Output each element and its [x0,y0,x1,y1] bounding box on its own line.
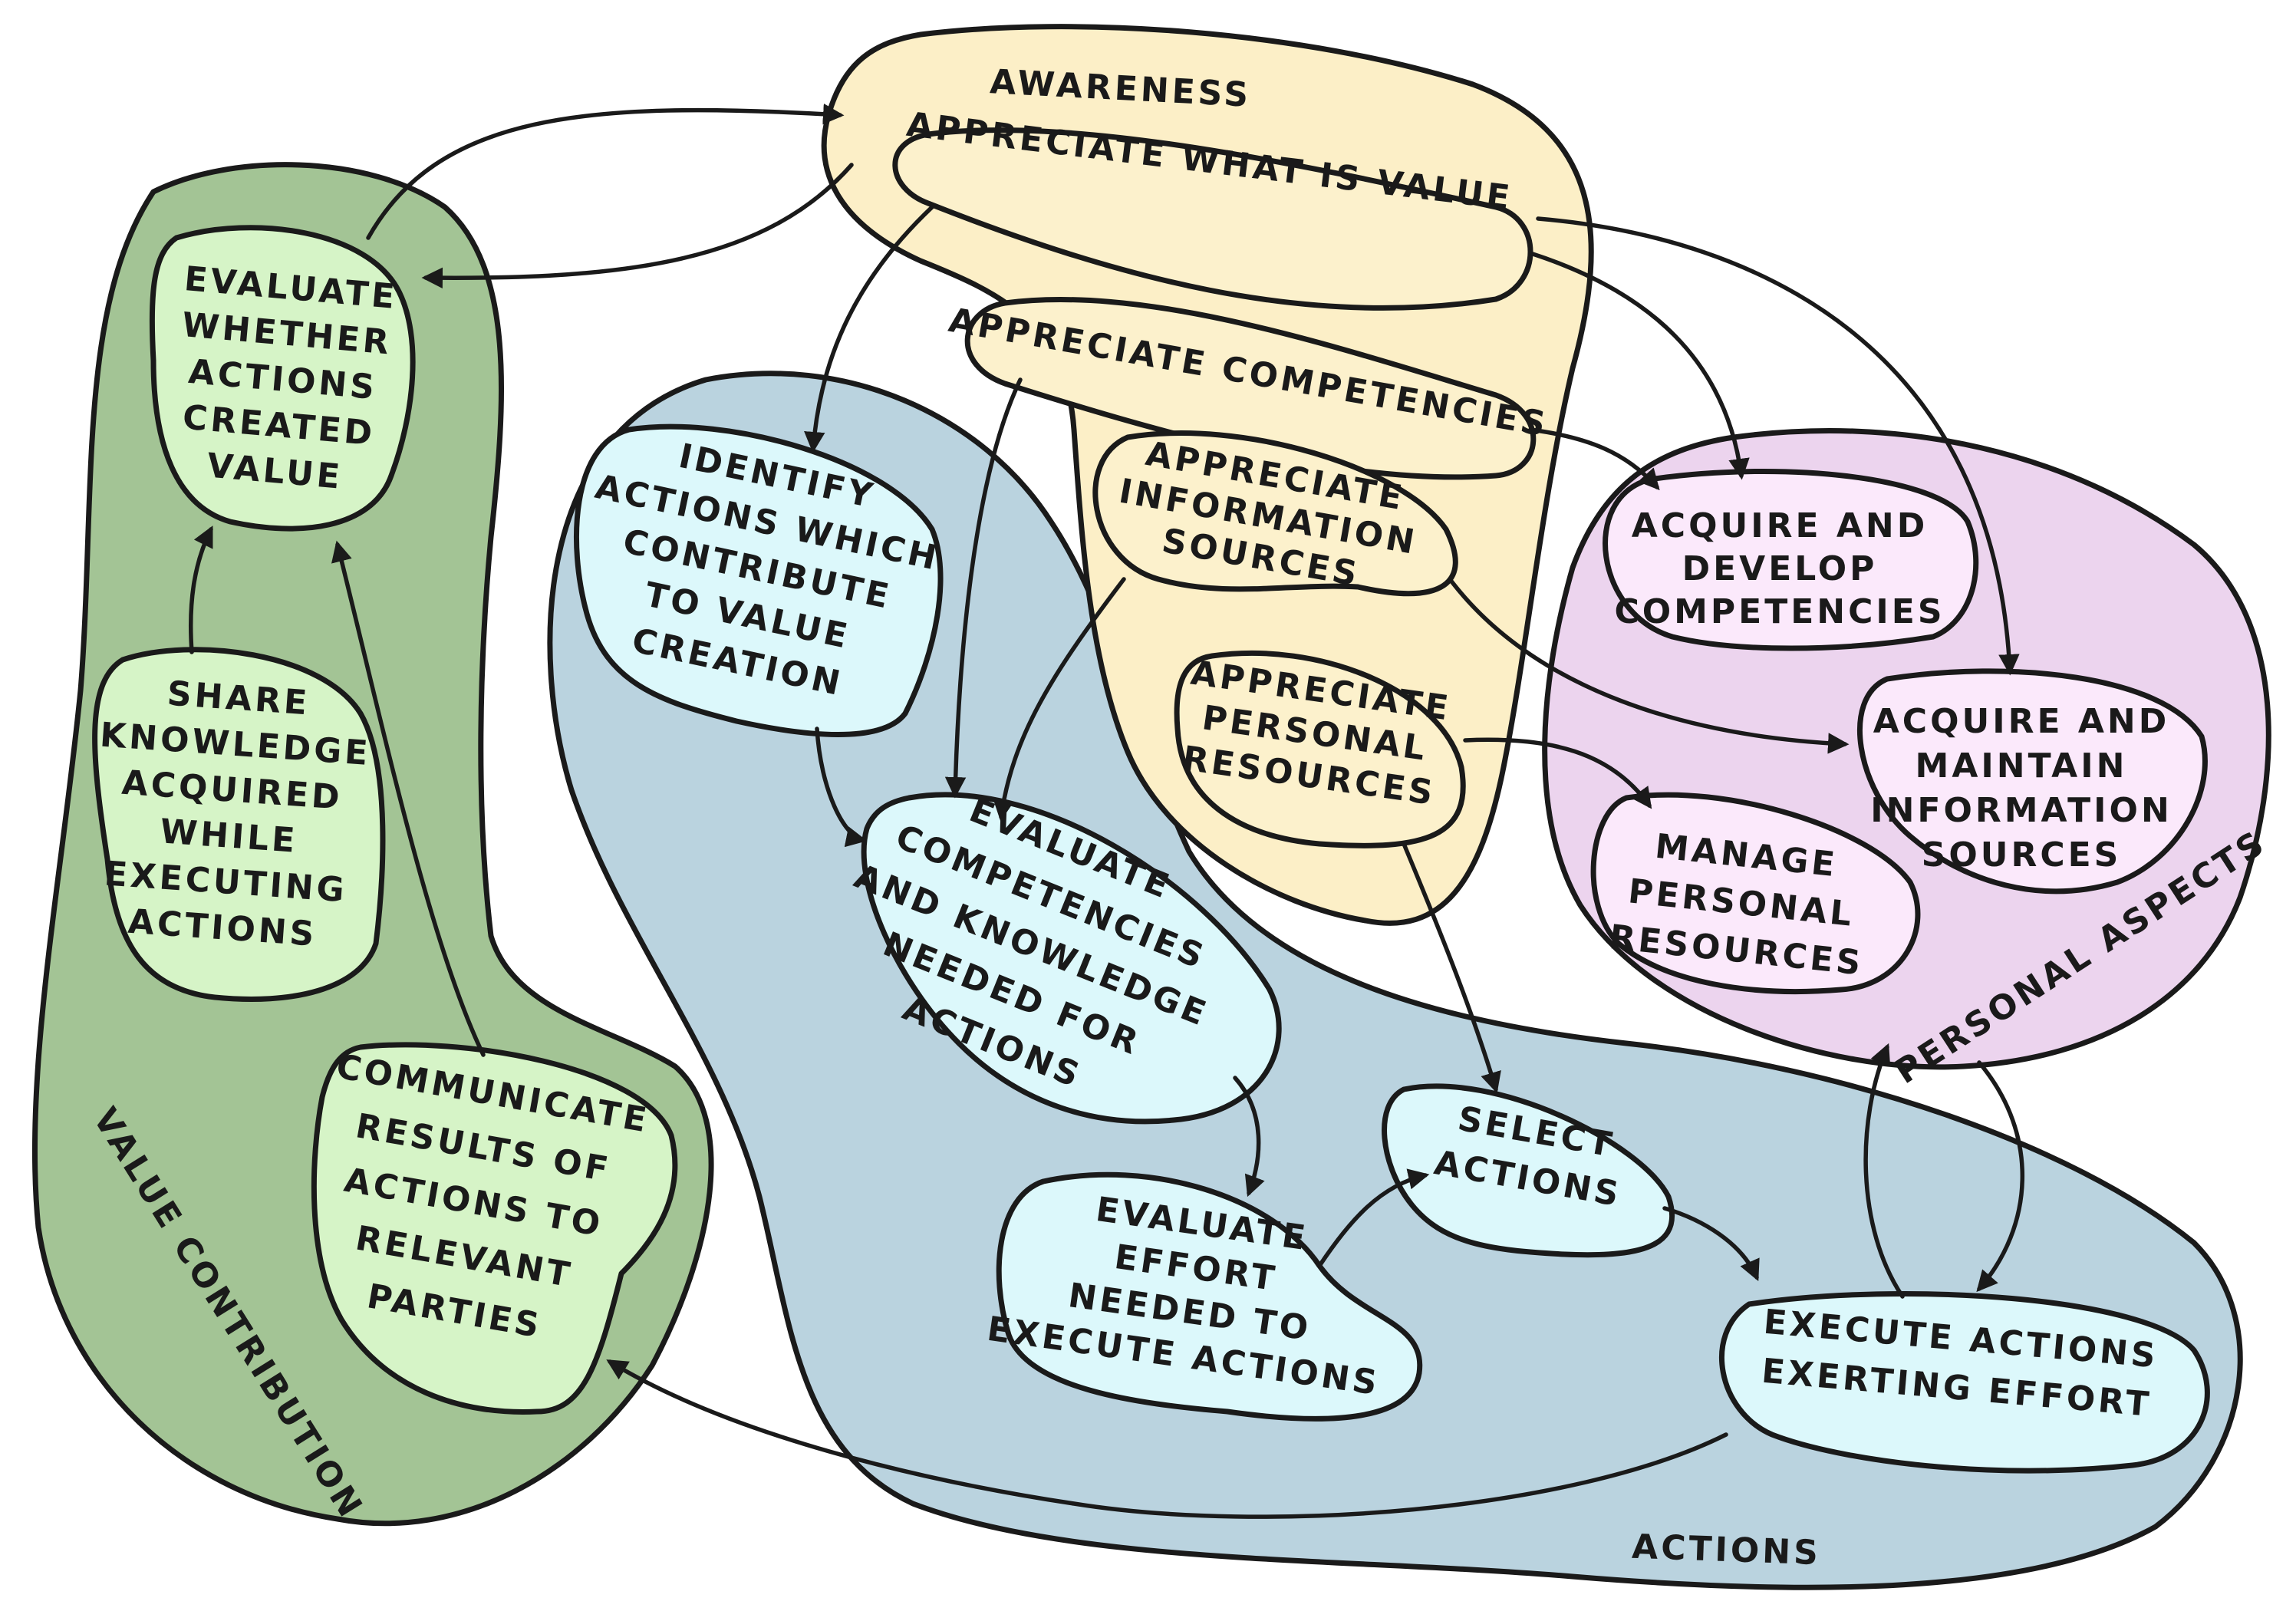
arrow-evaluate-value-to-awareness [366,103,845,240]
arrow-competencies-to-acquire-competencies [1528,427,1660,491]
acquire-information-label: ACQUIRE AND MAINTAIN INFORMATION SOURCES [1870,702,2172,875]
manage-resources-node [1590,792,1921,994]
arrow-execute-to-communicate [606,1359,1728,1519]
arrow-resources-to-select [1402,842,1501,1094]
arrow-value-to-acquire-information [1536,216,2020,676]
acquire-competencies-label: ACQUIRE AND DEVELOP COMPETENCIES [1614,506,1945,631]
actions-label: ACTIONS [1631,1527,1821,1573]
execute-actions-node [1719,1291,2210,1474]
arrow-execute-to-personal [1863,1043,1905,1299]
label-line: MAINTAIN [1916,746,2128,786]
evaluate-competencies-node [861,792,1282,1125]
arrow-awareness-to-evaluate-value [421,163,854,288]
arrow-effort-to-select [1317,1168,1430,1268]
label-line: WHILE [159,812,299,860]
appreciate-value-node [892,127,1533,311]
label-line: COMPETENCIES [1614,592,1945,631]
arrow-evaluate-competencies-to-effort [1233,1076,1265,1198]
label-line: ACQUIRE AND [1873,702,2170,741]
appreciate-resources-node [1174,650,1466,848]
evaluate-effort-node [996,1171,1423,1422]
label-line: INFORMATION [1870,791,2172,830]
arrow-communicate-to-evaluate-value [331,540,486,1057]
evaluate-value-node [149,225,416,532]
arrow-personal-to-execute [1976,1060,2025,1293]
arrow-value-to-acquire-competencies [1528,251,1750,480]
manage-resources-label: MANAGEPERSONALRESOURCES [1607,823,1875,983]
identify-actions-node [573,423,944,737]
arrow-share-to-evaluate-value [188,526,213,654]
communicate-results-node [311,1042,678,1415]
label-line: DEVELOP [1682,549,1878,588]
appreciate-information-node [1092,430,1458,597]
arrow-value-to-identify [804,205,934,453]
label-line: SOURCES [1922,835,2122,875]
arrow-information-to-acquire-information [1448,577,1850,754]
label-line: ACQUIRE AND [1632,506,1929,545]
appreciate-competencies-node [964,297,1537,480]
share-knowledge-node [92,647,386,1002]
acquire-information-node [1856,668,2208,895]
select-actions-node [1382,1083,1675,1258]
arrow-competencies-to-evaluate-competencies [944,377,1023,799]
arrow-identify-to-evaluate-competencies [815,726,868,848]
arrow-information-to-evaluate-competencies [993,577,1126,822]
arrow-select-to-execute [1662,1206,1760,1282]
acquire-competencies-node [1603,468,1979,651]
arrow-resources-to-manage-resources [1463,737,1652,809]
